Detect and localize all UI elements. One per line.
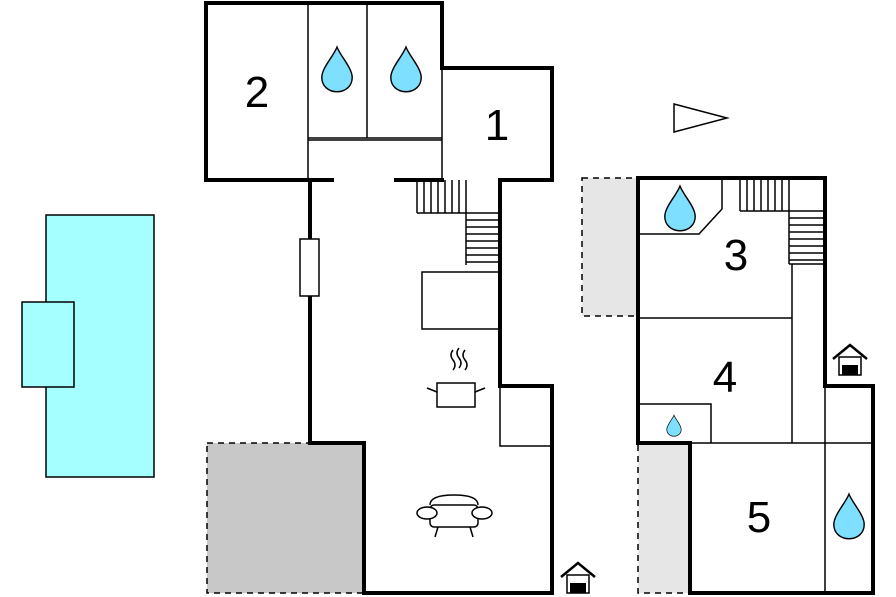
water-drop-icon xyxy=(321,46,353,93)
entrance-house-icon xyxy=(832,343,868,376)
staircase-right xyxy=(739,178,825,265)
stove-icon xyxy=(426,347,486,408)
room-label-1: 1 xyxy=(485,101,509,150)
left-building-walls xyxy=(204,1,554,595)
sofa-icon xyxy=(416,494,493,538)
right-building-interior xyxy=(638,178,873,593)
right-building-walls xyxy=(636,176,875,595)
terrace-right-bottom xyxy=(637,442,691,594)
room-label-5: 5 xyxy=(747,493,771,542)
north-arrow-icon xyxy=(673,103,730,133)
water-drop-icon xyxy=(833,493,865,540)
water-drop-icon xyxy=(390,46,422,93)
swimming-pool xyxy=(21,214,155,478)
water-drop-icon xyxy=(664,185,696,232)
entrance-house-icon xyxy=(560,561,596,594)
window xyxy=(299,238,320,297)
room-label-3: 3 xyxy=(724,231,748,280)
staircase-left xyxy=(416,180,500,265)
terrace-left xyxy=(206,442,365,594)
left-building-interior xyxy=(307,3,553,447)
water-drop-icon xyxy=(666,414,682,437)
room-label-2: 2 xyxy=(245,68,269,117)
room-label-4: 4 xyxy=(713,353,737,402)
terrace-right-top xyxy=(581,177,639,317)
